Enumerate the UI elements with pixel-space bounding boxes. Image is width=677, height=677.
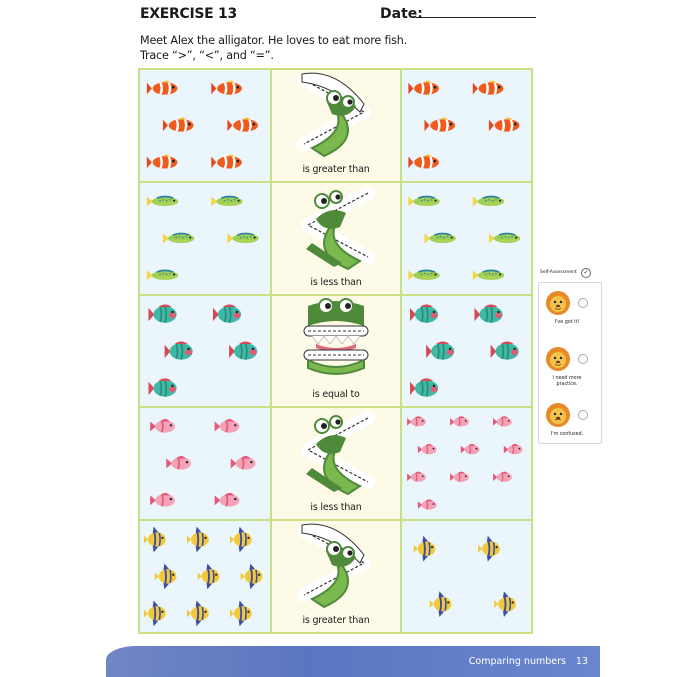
- fish-group-right-row-1: [402, 70, 531, 181]
- self-assessment-check-icon: ✓: [581, 268, 591, 278]
- self-assessment-label: I'm confused.: [550, 432, 584, 437]
- alligator-icon: [272, 521, 400, 614]
- comparison-caption: is equal to: [312, 389, 360, 401]
- alligator-icon: [272, 70, 400, 163]
- fish-group-left-row-3: [140, 295, 270, 407]
- lion-face-icon: [544, 402, 572, 432]
- footer-bar: Comparing numbers 13: [106, 646, 600, 677]
- self-assessment-label: I've got it!: [554, 320, 580, 325]
- self-assessment-option-1[interactable]: [578, 298, 588, 308]
- fish-group-right-row-4: [402, 408, 531, 520]
- alligator-icon: [272, 296, 400, 389]
- comparison-grid: is greater than: [138, 68, 533, 634]
- comparison-caption: is greater than: [302, 163, 370, 175]
- instructions: Meet Alex the alligator. He loves to eat…: [140, 33, 407, 63]
- lion-face-icon: [544, 346, 572, 376]
- alligator-symbol-row-2[interactable]: is less than: [272, 182, 400, 294]
- self-assessment-title: Self-Assessment: [540, 270, 577, 275]
- fish-group-right-row-2: [402, 182, 531, 294]
- comparison-caption: is less than: [310, 276, 362, 288]
- exercise-title: EXERCISE 13: [140, 6, 237, 22]
- instruction-line-2: Trace “>”, “<”, and “=”.: [140, 49, 274, 62]
- fish-group-left-row-1: [140, 70, 270, 181]
- alligator-icon: [272, 183, 400, 276]
- alligator-icon: [272, 408, 400, 501]
- alligator-symbol-row-3[interactable]: is equal to: [272, 295, 400, 407]
- comparison-caption: is less than: [310, 502, 362, 514]
- alligator-symbol-row-5[interactable]: is greater than: [272, 521, 400, 632]
- fish-group-right-row-3: [402, 295, 531, 407]
- footer-section: Comparing numbers: [468, 656, 566, 667]
- date-label: Date:: [380, 6, 423, 22]
- alligator-symbol-row-1[interactable]: is greater than: [272, 70, 400, 181]
- instruction-line-1: Meet Alex the alligator. He loves to eat…: [140, 34, 407, 47]
- lion-face-icon: [544, 290, 572, 320]
- self-assessment-label: I need more practice.: [552, 376, 582, 387]
- fish-group-right-row-5: [402, 521, 531, 632]
- self-assessment-option-2[interactable]: [578, 354, 588, 364]
- self-assessment-option-3[interactable]: [578, 410, 588, 420]
- fish-group-left-row-5: [140, 521, 270, 632]
- comparison-caption: is greater than: [302, 615, 370, 626]
- fish-group-left-row-2: [140, 182, 270, 294]
- date-line[interactable]: [416, 17, 536, 18]
- fish-group-left-row-4: [140, 408, 270, 520]
- alligator-symbol-row-4[interactable]: is less than: [272, 408, 400, 520]
- footer-page-number: 13: [575, 656, 588, 667]
